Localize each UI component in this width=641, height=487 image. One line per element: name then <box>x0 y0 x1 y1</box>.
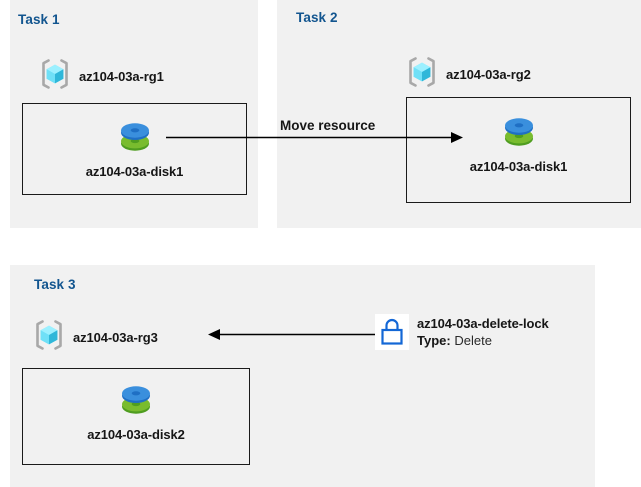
task-3-label: Task 3 <box>34 277 76 292</box>
managed-disk-icon <box>497 118 541 155</box>
delete-lock-type-key: Type: <box>417 333 451 348</box>
resource-group-icon <box>405 55 439 94</box>
lock-icon <box>375 314 409 350</box>
delete-lock-type-value: Delete <box>454 333 492 348</box>
delete-lock-arrow <box>208 329 380 340</box>
lock-text-block: az104-03a-delete-lock Type: Delete <box>417 314 549 349</box>
task-1-resource-group: az104-03a-rg1 <box>38 57 164 96</box>
task-3-resource-box: az104-03a-disk2 <box>22 368 250 465</box>
task-2-resource-group-name: az104-03a-rg2 <box>446 67 531 82</box>
task-1-resource-group-name: az104-03a-rg1 <box>79 69 164 84</box>
managed-disk-icon <box>113 123 157 160</box>
delete-lock-annotation: az104-03a-delete-lock Type: Delete <box>375 314 549 350</box>
task-2-resource-group: az104-03a-rg2 <box>405 55 531 94</box>
resource-group-icon <box>32 318 66 357</box>
task-1-resource-box: az104-03a-disk1 <box>22 103 247 195</box>
task-1-resource-name: az104-03a-disk1 <box>85 164 184 179</box>
delete-lock-name: az104-03a-delete-lock <box>417 316 549 331</box>
move-resource-caption: Move resource <box>280 118 376 133</box>
move-resource-arrow <box>166 132 463 143</box>
delete-lock-type-line: Type: Delete <box>417 333 549 349</box>
task-3-resource-group-name: az104-03a-rg3 <box>73 330 158 345</box>
task-1-label: Task 1 <box>18 12 60 27</box>
task-2-resource-box: az104-03a-disk1 <box>406 97 631 203</box>
task-2-label: Task 2 <box>296 10 338 25</box>
task-3-resource-name: az104-03a-disk2 <box>87 427 185 442</box>
resource-group-icon <box>38 57 72 96</box>
task-2-resource-name: az104-03a-disk1 <box>469 159 568 174</box>
managed-disk-icon <box>114 386 158 423</box>
task-3-resource-group: az104-03a-rg3 <box>32 318 158 357</box>
